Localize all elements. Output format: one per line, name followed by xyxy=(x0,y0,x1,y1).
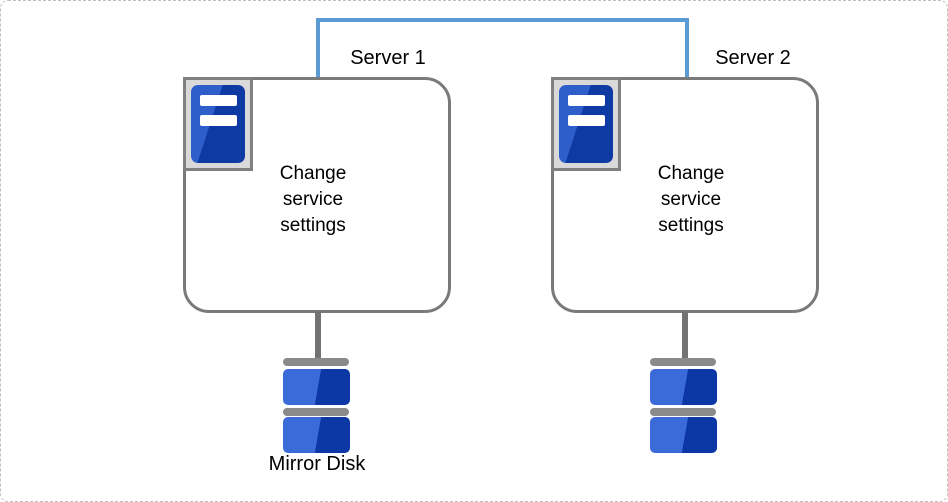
mirror-disk-icon xyxy=(283,358,350,453)
server1-action-text: Change service settings xyxy=(279,163,347,236)
server-drive-slot-icon xyxy=(568,115,605,126)
server-tower-icon xyxy=(551,77,621,171)
server2-label: Server 2 xyxy=(715,47,791,69)
server1-label: Server 1 xyxy=(350,47,426,69)
server-link-line-left-leg xyxy=(316,18,320,78)
server-tower-glyph xyxy=(559,85,613,163)
disk-cap-bar xyxy=(650,358,716,366)
server-drive-slot-icon xyxy=(568,95,605,106)
disk-cap-bar xyxy=(283,358,349,366)
server-drive-slot-icon xyxy=(200,115,237,126)
server-link-line-right-leg xyxy=(685,18,689,78)
disk-platter xyxy=(283,417,350,453)
disk-mid-bar xyxy=(283,408,349,416)
disk-platter xyxy=(283,369,350,405)
server-link-line-horizontal xyxy=(316,18,689,22)
disk-platter xyxy=(650,417,717,453)
disk-platter xyxy=(650,369,717,405)
server1-disk-connector xyxy=(315,312,321,359)
server2-action-text: Change service settings xyxy=(657,163,725,236)
disk-mid-bar xyxy=(650,408,716,416)
server-drive-slot-icon xyxy=(200,95,237,106)
server2-disk-connector xyxy=(682,312,688,359)
server-tower-icon xyxy=(183,77,253,171)
server-tower-glyph xyxy=(191,85,245,163)
mirror-disk-label: Mirror Disk xyxy=(268,453,366,475)
mirror-disk-icon xyxy=(650,358,717,453)
